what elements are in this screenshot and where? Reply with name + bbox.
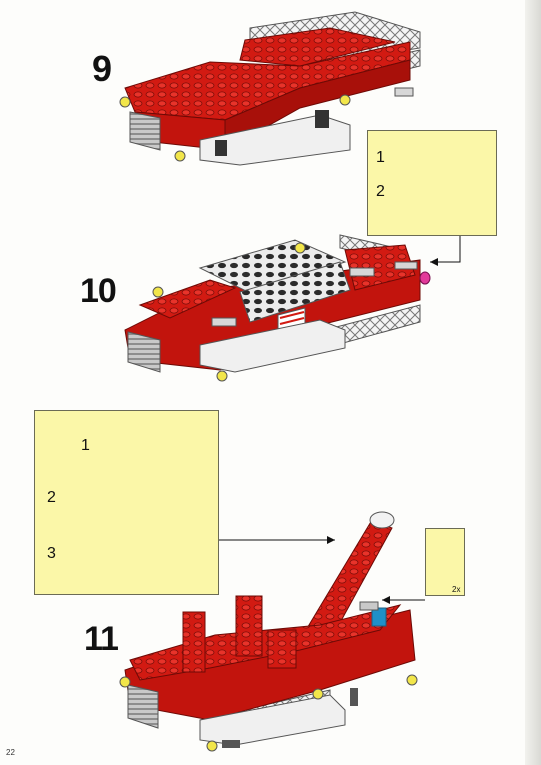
- step-10-subassembly-box: 1 2: [367, 130, 497, 236]
- step-11-model: [119, 511, 418, 752]
- part-callout-box: 2x: [425, 528, 465, 596]
- step-number-9: 9: [92, 48, 112, 89]
- sub-step-number: 1: [376, 149, 385, 166]
- step-10-arrow: [430, 236, 461, 263]
- page-number: 22: [6, 748, 15, 757]
- sub-step-number: 1: [81, 437, 90, 454]
- step-number-11: 11: [84, 620, 119, 658]
- step-number-10: 10: [80, 272, 117, 310]
- sub-step-number: 2: [376, 183, 385, 200]
- page-gutter: [525, 0, 541, 765]
- step-10-model: [124, 234, 431, 382]
- step-11-subassembly-box: 1 2 3: [34, 410, 219, 595]
- sub-step-number: 3: [47, 545, 56, 562]
- sub-step-number: 2: [47, 489, 56, 506]
- part-quantity: 2x: [452, 585, 461, 594]
- step-9-model: [119, 11, 421, 166]
